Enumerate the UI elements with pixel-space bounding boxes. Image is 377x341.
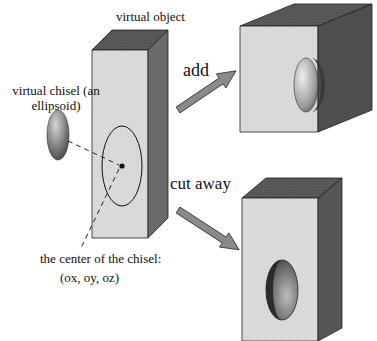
chisel-label: virtual chisel (an ellipsoid) (8, 84, 104, 114)
cut-result-block (266, 260, 282, 320)
chisel-footprint (102, 126, 142, 206)
object-label: virtual object (116, 10, 206, 25)
virtual-object-block (148, 30, 168, 238)
coordinate-label: (ox, oy, oz) (60, 271, 170, 286)
added-result-block (294, 58, 318, 112)
added-result-block (318, 4, 372, 132)
cut-result-block (242, 178, 342, 341)
cut-result-block (242, 198, 318, 341)
center-label: the center of the chisel: (40, 252, 190, 267)
cut-away-arrow (173, 203, 243, 257)
added-result-block (240, 26, 318, 132)
operation-label: add (183, 60, 233, 81)
chisel-ellipsoid (47, 110, 69, 160)
dashed-leader (80, 169, 119, 250)
cut-result-block (318, 178, 342, 341)
chisel-ellipsoid (47, 110, 69, 160)
dashed-leader (68, 141, 119, 165)
cut-result-block (266, 260, 298, 320)
virtual-object-block (92, 50, 148, 238)
chisel-footprint (119, 163, 124, 168)
chisel-footprint (102, 126, 142, 206)
added-result-block (240, 4, 372, 132)
virtual-object-block (92, 30, 168, 238)
cut-away-arrow (173, 203, 243, 257)
operation-label: cut away (170, 174, 244, 194)
dashed-leader (68, 141, 119, 250)
